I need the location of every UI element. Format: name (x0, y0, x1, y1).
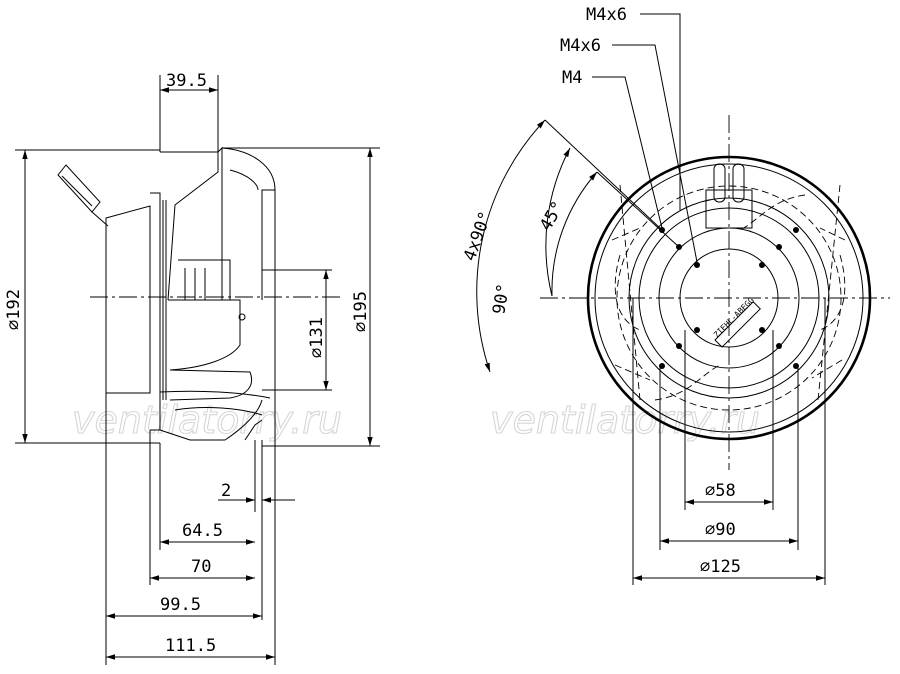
terminal-box (705, 189, 753, 229)
thread-label-1: M4x6 (586, 5, 627, 25)
dim-d58: ⌀58 (705, 481, 736, 501)
support-struts (611, 184, 846, 401)
dim-width-top: 39.5 (166, 71, 207, 91)
cable-gland-2 (732, 163, 745, 203)
dim-d90: ⌀90 (705, 520, 736, 540)
cable-gland-neck (91, 211, 109, 227)
hub-circle (679, 248, 779, 348)
dim-diameter-192: ⌀192 (4, 289, 24, 330)
cable-gland (57, 164, 101, 213)
motor-rear-housing (105, 205, 151, 394)
leader-m4 (592, 76, 663, 229)
angle-arc-4x90 (476, 119, 546, 373)
screw-head (238, 313, 246, 321)
cable-gland-1 (713, 163, 726, 203)
dim-len-111-5: 111.5 (165, 636, 216, 656)
thread-label-2: M4x6 (560, 36, 601, 56)
rotor-hub (168, 299, 241, 371)
impeller-blade-lower (169, 369, 253, 401)
angle-label-45: 45° (536, 198, 569, 235)
impeller-backplate (160, 151, 219, 301)
angle-label-90: 90° (489, 282, 514, 316)
dim-diameter-195: ⌀195 (351, 291, 371, 332)
dim-len-64-5: 64.5 (182, 521, 223, 541)
inlet-dashed-circle (616, 185, 842, 411)
watermark-left: ventilatorry.ru (72, 398, 342, 442)
leader-m4x6-mid (612, 44, 698, 263)
motor-flange (150, 192, 161, 431)
dim-diameter-131: ⌀131 (307, 317, 327, 358)
impeller-shroud (221, 147, 276, 300)
inlet-ring (190, 399, 263, 441)
outer-housing-circle (586, 155, 872, 441)
side-view: 39.5 ⌀192 ⌀195 ⌀131 2 64.5 70 (4, 71, 380, 665)
dim-len-99-5: 99.5 (160, 595, 201, 615)
mounting-holes (659, 227, 799, 369)
leader-m4x6-top (640, 13, 681, 210)
angle-arc-90 (545, 147, 571, 297)
watermark-right: ventilatorry.ru (490, 398, 760, 442)
nameplate-text: ZIEHL-ABEGG (712, 295, 756, 339)
dim-len-70: 70 (191, 557, 211, 577)
dim-d125: ⌀125 (700, 557, 741, 577)
dim-gap: 2 (221, 481, 231, 501)
front-view: ZIEHL-ABEGG M4x6 M4x6 M4 4x90° 90° 45° ⌀… (460, 5, 890, 585)
angle-label-4x90: 4x90° (460, 209, 496, 264)
angle-arc-45 (551, 171, 598, 297)
thread-label-3: M4 (562, 68, 582, 88)
